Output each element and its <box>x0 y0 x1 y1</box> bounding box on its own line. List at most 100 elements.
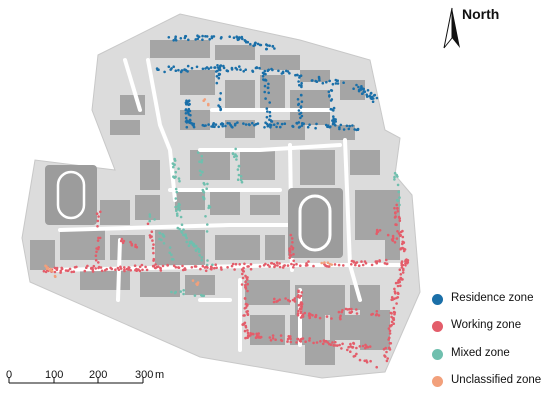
trajectory-point <box>239 178 243 182</box>
trajectory-point <box>362 90 366 93</box>
trajectory-point <box>338 127 341 131</box>
trajectory-point <box>398 217 402 220</box>
trajectory-point <box>349 350 352 354</box>
trajectory-point <box>59 269 63 273</box>
building <box>340 80 365 100</box>
trajectory-point <box>235 155 238 158</box>
trajectory-point <box>300 100 304 103</box>
trajectory-point <box>388 329 392 333</box>
trajectory-point <box>299 340 303 343</box>
trajectory-point <box>103 269 107 272</box>
trajectory-point <box>174 205 177 209</box>
trajectory-point <box>325 315 329 318</box>
trajectory-point <box>397 190 401 194</box>
trajectory-point <box>97 236 100 240</box>
trajectory-point <box>177 266 181 270</box>
trajectory-point <box>385 262 389 266</box>
trajectory-point <box>251 121 254 125</box>
trajectory-point <box>248 123 251 127</box>
trajectory-point <box>323 261 326 264</box>
trajectory-point <box>331 119 334 122</box>
trajectory-point <box>230 66 234 70</box>
trajectory-point <box>246 282 249 286</box>
trajectory-point <box>152 243 155 246</box>
trajectory-point <box>398 219 402 222</box>
trajectory-point <box>395 173 399 177</box>
trajectory-point <box>274 338 277 342</box>
trajectory-point <box>151 246 155 250</box>
trajectory-point <box>342 128 346 131</box>
trajectory-point <box>374 260 378 263</box>
trajectory-point <box>300 291 304 294</box>
trajectory-point <box>334 120 338 123</box>
trajectory-point <box>300 304 303 308</box>
trajectory-point <box>395 302 398 305</box>
scale-tick-label: 100 <box>45 369 64 381</box>
trajectory-point <box>176 205 180 208</box>
trajectory-point <box>390 296 394 299</box>
trajectory-point <box>315 122 318 126</box>
trajectory-point <box>178 203 181 206</box>
trajectory-point <box>160 238 163 242</box>
trajectory-point <box>189 121 193 125</box>
trajectory-point <box>190 241 194 245</box>
trajectory-point <box>332 344 336 347</box>
trajectory-point <box>191 279 195 282</box>
trajectory-point <box>263 84 267 88</box>
trajectory-point <box>159 269 163 272</box>
trajectory-point <box>119 267 123 270</box>
trajectory-point <box>243 307 247 310</box>
trajectory-point <box>355 352 358 356</box>
trajectory-point <box>265 47 269 51</box>
trajectory-point <box>272 300 276 304</box>
trajectory-point <box>266 69 270 72</box>
trajectory-point <box>127 266 130 269</box>
trajectory-point <box>279 338 283 342</box>
sports-field-west <box>45 165 97 225</box>
trajectory-point <box>365 95 369 98</box>
trajectory-point <box>298 125 302 129</box>
trajectory-point <box>360 260 363 263</box>
trajectory-point <box>97 261 100 264</box>
trajectory-point <box>333 263 337 266</box>
trajectory-point <box>398 268 402 272</box>
trajectory-point <box>236 168 240 171</box>
building <box>135 195 160 220</box>
trajectory-point <box>390 312 393 315</box>
trajectory-point <box>155 67 159 70</box>
trajectory-point <box>366 89 370 92</box>
trajectory-point <box>364 343 367 347</box>
trajectory-point <box>172 39 175 42</box>
trajectory-point <box>200 160 203 164</box>
trajectory-point <box>332 115 335 118</box>
trajectory-point <box>200 158 204 162</box>
trajectory-point <box>246 289 249 293</box>
trajectory-point <box>401 229 404 233</box>
trajectory-point <box>258 43 262 47</box>
trajectory-point <box>195 282 198 286</box>
trajectory-point <box>202 197 206 201</box>
trajectory-point <box>219 37 223 40</box>
trajectory-point <box>192 125 196 129</box>
trajectory-point <box>185 240 188 244</box>
building <box>295 285 345 315</box>
trajectory-point <box>85 266 88 270</box>
building <box>215 45 255 60</box>
trajectory-point <box>390 320 394 324</box>
trajectory-point <box>290 262 293 266</box>
trajectory-point <box>268 123 272 126</box>
trajectory-point <box>378 259 382 263</box>
trajectory-point <box>289 335 292 338</box>
trajectory-point <box>267 91 271 95</box>
trajectory-point <box>311 314 314 317</box>
trajectory-point <box>393 178 396 181</box>
trajectory-point <box>168 246 172 249</box>
scale-tick-label: 0 <box>6 369 13 381</box>
trajectory-point <box>174 69 178 72</box>
trajectory-point <box>297 109 301 112</box>
trajectory-point <box>241 272 244 276</box>
trajectory-point <box>357 264 361 268</box>
trajectory-point <box>177 167 180 170</box>
